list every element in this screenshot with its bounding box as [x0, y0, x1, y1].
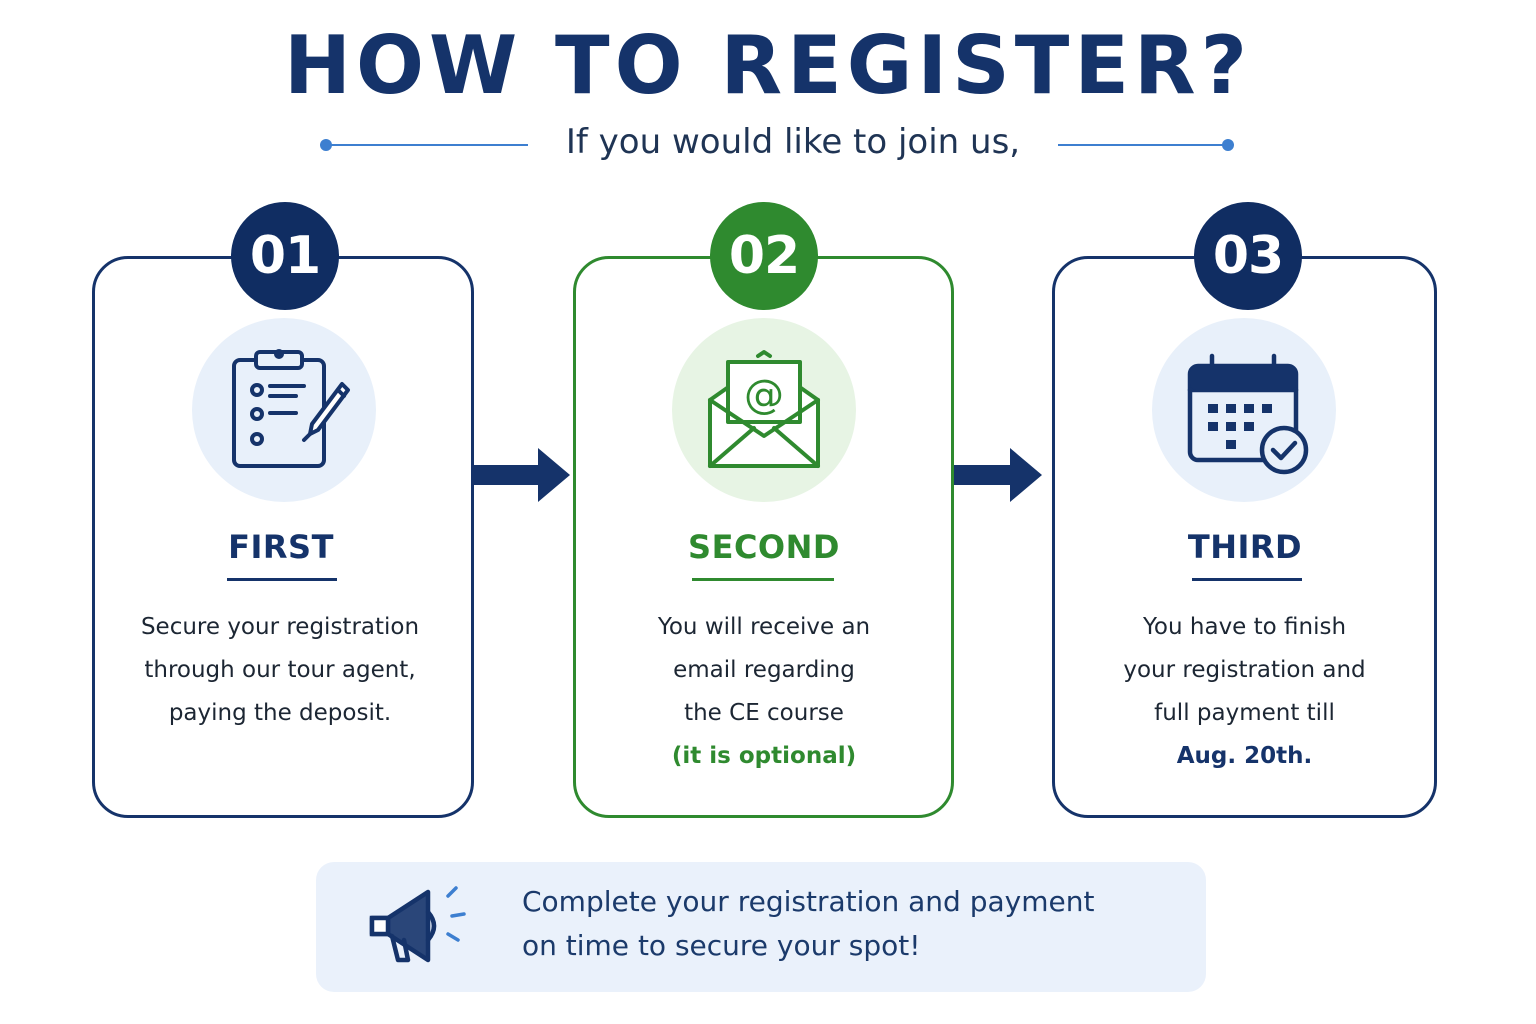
step-label-third: THIRD — [1187, 528, 1303, 566]
step-label-underline — [227, 578, 337, 581]
step-number-badge-03: 03 — [1194, 202, 1302, 310]
clipboard-icon-circle — [192, 318, 376, 502]
step-description-third: You have to finish your registration and… — [1072, 606, 1417, 778]
calendar-icon-circle — [1152, 318, 1336, 502]
deadline-date: Aug. 20th. — [1176, 743, 1313, 769]
step-label-underline — [1192, 578, 1302, 581]
divider-line-right — [1058, 144, 1228, 146]
description-line: your registration and — [1123, 657, 1366, 683]
step-card-first — [92, 256, 474, 818]
description-line: full payment till — [1154, 700, 1335, 726]
divider-line-left — [326, 144, 528, 146]
description-line: paying the deposit. — [168, 700, 392, 726]
description-line: through our tour agent, — [144, 657, 416, 683]
step-label-underline — [692, 578, 834, 581]
banner-message: Complete your registration and payment o… — [522, 880, 1094, 968]
step-number-badge-02: 02 — [710, 202, 818, 310]
step-label-second: SECOND — [688, 528, 840, 566]
step-number-badge-01: 01 — [231, 202, 339, 310]
step-description-second: You will receive an email regarding the … — [590, 606, 938, 778]
calendar-check-icon — [1187, 353, 1309, 475]
clipboard-pen-icon — [232, 349, 350, 468]
email-envelope-icon: @ — [708, 350, 820, 468]
banner-line: on time to secure your spot! — [522, 929, 921, 962]
step-label-first: FIRST — [228, 528, 334, 566]
page-subtitle: If you would like to join us, — [565, 122, 1021, 162]
step-description-first: Secure your registration through our tou… — [110, 606, 450, 735]
reminder-banner: Complete your registration and payment o… — [316, 862, 1206, 992]
arrow-right-icon — [474, 448, 570, 502]
description-line: Secure your registration — [140, 614, 420, 640]
optional-note: (it is optional) — [671, 743, 857, 769]
email-icon-circle: @ — [672, 318, 856, 502]
svg-text:@: @ — [744, 372, 784, 418]
divider-dot-right — [1222, 139, 1234, 151]
description-line: email regarding — [673, 657, 855, 683]
megaphone-icon — [369, 886, 466, 963]
description-line: You have to finish — [1142, 614, 1347, 640]
page-title: HOW TO REGISTER? — [283, 19, 1252, 112]
arrow-right-icon — [954, 448, 1042, 502]
description-line: You will receive an — [657, 614, 871, 640]
subtitle-row: If you would like to join us, — [0, 118, 1536, 174]
description-line: the CE course — [684, 700, 844, 726]
banner-line: Complete your registration and payment — [522, 885, 1095, 918]
